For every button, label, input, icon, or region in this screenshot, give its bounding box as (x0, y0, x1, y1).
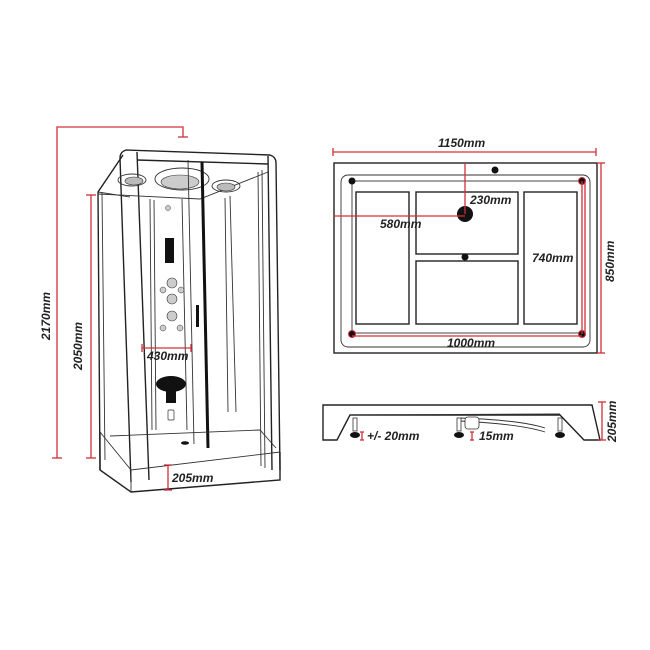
tray-height-label: 205mm (171, 471, 214, 485)
top-view: 1150mm 230mm 580mm 1000mm 740mm 850mm (332, 136, 617, 354)
side-view: +/- 20mm 15mm 205mm (322, 400, 619, 443)
inner-width-label: 1000mm (447, 336, 495, 350)
seat-icon (156, 376, 186, 403)
control-display-icon (165, 238, 174, 263)
front-view: 2170mm 2050mm 430mm 205mm (39, 126, 281, 493)
drain-offset-x-label: 580mm (380, 217, 422, 231)
tray-panel-left (355, 191, 410, 325)
outer-width-label: 1150mm (438, 136, 485, 150)
outer-depth-label: 850mm (603, 240, 617, 282)
drain-height-label: 15mm (479, 429, 514, 443)
side-tray-height-label: 205mm (605, 400, 619, 443)
body-jets-icon (159, 277, 185, 332)
tray-side-profile (322, 404, 601, 441)
cabin-height-label: 2050mm (71, 322, 85, 371)
ceiling-light-right-icon (211, 179, 241, 193)
leg-adjust-label: +/- 20mm (367, 429, 420, 443)
foot-massager-icon (167, 409, 175, 421)
total-height-label: 2170mm (39, 292, 53, 341)
tray-panel-right (523, 191, 578, 325)
total-height-dim-line (56, 126, 184, 458)
panel-width-label: 430mm (146, 349, 189, 363)
ceiling-light-left-icon (117, 173, 147, 187)
door-edge (200, 161, 210, 449)
drain-trap-icon (464, 416, 480, 430)
tray-panel-top-center (415, 191, 519, 255)
tray-panel-bottom-center (415, 260, 519, 325)
inner-depth-label: 740mm (532, 251, 574, 265)
door-handle-icon (196, 305, 199, 327)
adjustable-leg-icon (350, 417, 565, 438)
rain-shower-head-icon (154, 167, 210, 191)
drain-offset-y-label: 230mm (469, 193, 512, 207)
